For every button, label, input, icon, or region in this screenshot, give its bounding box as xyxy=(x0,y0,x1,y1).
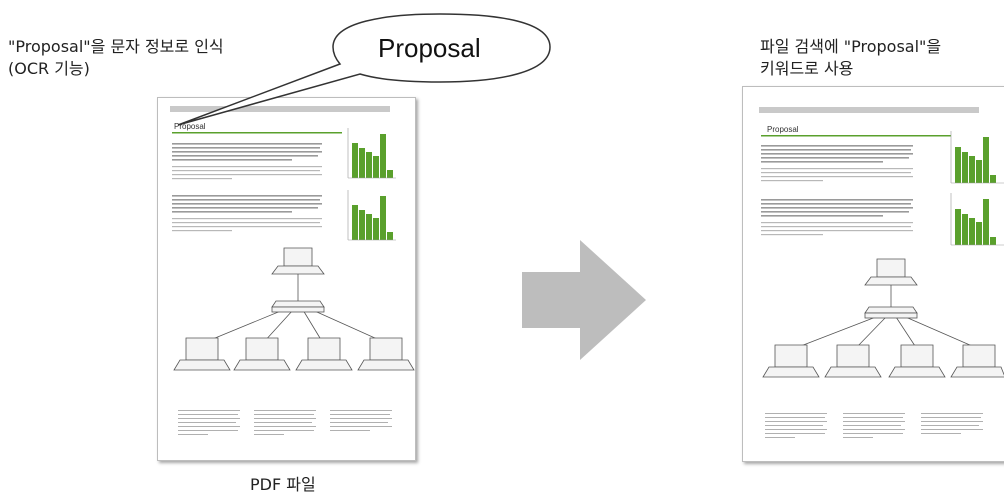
source-document: Proposal xyxy=(157,97,416,461)
laptop-bottom-4 xyxy=(357,337,415,371)
network-diagram xyxy=(762,258,1004,378)
network-diagram xyxy=(173,247,415,371)
laptop-bottom-4 xyxy=(950,344,1004,378)
laptop-bottom-1 xyxy=(173,337,231,371)
network-switch xyxy=(271,300,325,313)
text-block-1 xyxy=(761,145,913,182)
mini-bar-chart-1 xyxy=(950,131,1004,184)
right-arrow-icon xyxy=(522,240,646,360)
document-heading: Proposal xyxy=(174,122,206,131)
document-header-bar xyxy=(759,107,979,113)
laptop-top xyxy=(271,247,325,275)
laptop-bottom-3 xyxy=(295,337,353,371)
laptop-bottom-1 xyxy=(762,344,820,378)
mini-bar-chart-2 xyxy=(950,193,1004,246)
mini-bar-chart-2 xyxy=(347,190,396,241)
document-header-bar xyxy=(170,106,390,112)
speech-bubble-text: Proposal xyxy=(378,33,481,63)
text-block-2 xyxy=(761,199,913,236)
document-heading-rule xyxy=(172,132,342,134)
footer-columns xyxy=(765,413,983,438)
source-document-content: Proposal xyxy=(170,106,415,435)
searched-document-content: Proposal xyxy=(759,107,1004,438)
footer-columns xyxy=(178,410,392,435)
network-switch xyxy=(864,306,918,319)
ocr-caption-line2: (OCR 기능) xyxy=(8,59,90,78)
laptop-bottom-2 xyxy=(824,344,882,378)
mini-bar-chart-1 xyxy=(347,128,396,179)
search-caption-line1: 파일 검색에 "Proposal"을 xyxy=(760,37,942,56)
text-block-2 xyxy=(172,195,322,232)
document-heading-right: Proposal xyxy=(767,125,799,134)
laptop-top xyxy=(864,258,918,286)
pdf-file-caption: PDF 파일 xyxy=(250,475,316,494)
laptop-bottom-3 xyxy=(888,344,946,378)
laptop-bottom-2 xyxy=(233,337,291,371)
text-block-1 xyxy=(172,143,322,180)
searched-document: Proposal xyxy=(742,86,1004,462)
document-heading-rule xyxy=(761,135,951,137)
search-caption-line2: 키워드로 사용 xyxy=(760,59,854,78)
ocr-caption-line1: "Proposal"을 문자 정보로 인식 xyxy=(8,37,224,56)
